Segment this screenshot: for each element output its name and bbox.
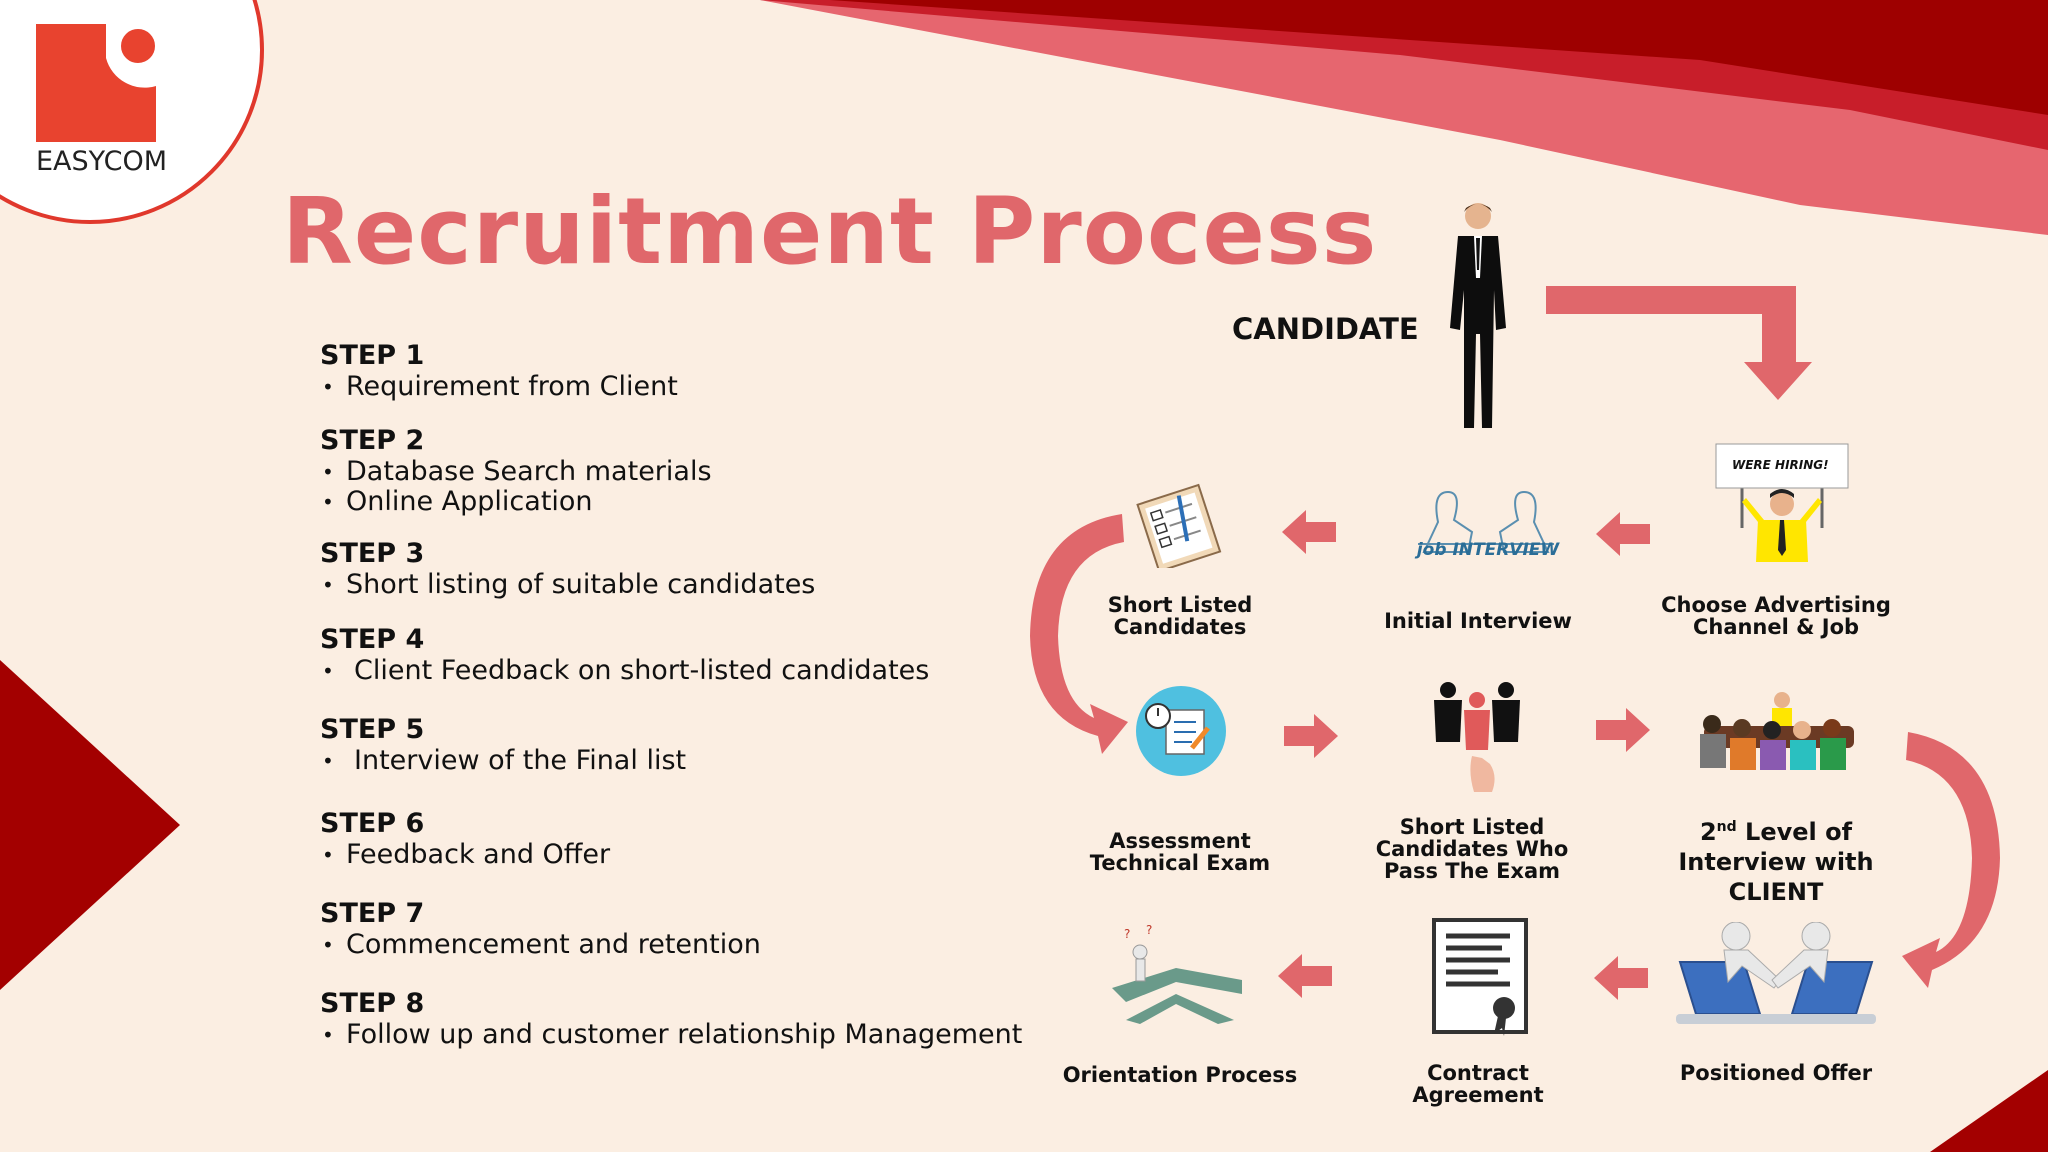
- node-label-line: Short Listed: [1399, 815, 1545, 839]
- businessman-icon: [1450, 203, 1506, 428]
- node-label-line: Interview with: [1678, 848, 1874, 876]
- selected-candidates-icon: [1434, 682, 1520, 792]
- node-label-line: Technical Exam: [1089, 851, 1271, 875]
- svg-text:?: ?: [1146, 924, 1152, 937]
- level-rest: Level of: [1736, 818, 1853, 846]
- easycom-logo: [36, 24, 160, 142]
- node-initial-interview: Initial Interview: [1348, 610, 1608, 632]
- node-label-line: CLIENT: [1728, 878, 1824, 906]
- job-interview-text: job INTERVIEW: [1416, 540, 1560, 560]
- step-3: STEP 3 Short listing of suitable candida…: [320, 538, 1040, 600]
- step-heading: STEP 1: [320, 340, 425, 371]
- step-2: STEP 2 Database Search materials Online …: [320, 425, 1040, 517]
- step-heading: STEP 8: [320, 988, 425, 1019]
- step-6: STEP 6 Feedback and Offer: [320, 808, 1040, 870]
- step-heading: STEP 4: [320, 624, 425, 655]
- svg-text:?: ?: [1124, 927, 1130, 941]
- arrow-left-3: [1594, 956, 1648, 1000]
- curved-arrow-left: [1030, 514, 1128, 754]
- step-item: Interview of the Final list: [320, 746, 1040, 777]
- node-label-line: Agreement: [1412, 1083, 1544, 1107]
- node-label-line: Channel & Job: [1692, 615, 1860, 639]
- step-1: STEP 1 Requirement from Client: [320, 340, 1040, 402]
- arrow-left-1: [1596, 512, 1650, 556]
- arrow-right-1: [1284, 714, 1338, 758]
- job-interview-icon: [1418, 490, 1554, 553]
- page-title: Recruitment Process: [282, 178, 1378, 285]
- step-heading: STEP 6: [320, 808, 425, 839]
- level-number: 2: [1699, 818, 1717, 846]
- node-label-line: 2nd Level of: [1646, 812, 1906, 847]
- node-assessment: Assessment Technical Exam: [1050, 830, 1310, 874]
- node-short-listed: Short Listed Candidates: [1050, 594, 1310, 638]
- step-item: Client Feedback on short-listed candidat…: [320, 656, 1040, 687]
- step-item: Requirement from Client: [320, 372, 1040, 403]
- node-positioned-offer: Positioned Offer: [1646, 1062, 1906, 1084]
- step-item: Follow up and customer relationship Mana…: [320, 1020, 1040, 1051]
- logo-wordmark: EASYCOM: [36, 146, 168, 177]
- step-4: STEP 4 Client Feedback on short-listed c…: [320, 624, 1040, 686]
- node-choose-advertising: Choose Advertising Channel & Job: [1646, 594, 1906, 638]
- step-item: Feedback and Offer: [320, 840, 1040, 871]
- candidate-label: CANDIDATE: [1232, 312, 1419, 346]
- hiring-sign-text: WERE HIRING!: [1732, 458, 1829, 472]
- hiring-sign-person-icon: [1715, 443, 1849, 562]
- node-contract: Contract Agreement: [1348, 1062, 1608, 1106]
- assessment-exam-icon: [1136, 686, 1226, 776]
- node-pass-exam: Short Listed Candidates Who Pass The Exa…: [1342, 816, 1602, 882]
- arrow-left-4: [1278, 954, 1332, 998]
- step-heading: STEP 3: [320, 538, 425, 569]
- client-interview-panel-icon: [1700, 692, 1854, 770]
- crossroads-figure-icon: ? ?: [1112, 924, 1242, 1024]
- arrow-right-2: [1596, 708, 1650, 752]
- node-label-line: Candidates: [1113, 615, 1247, 639]
- step-item: Online Application: [320, 487, 1040, 518]
- curved-arrow-right: [1902, 732, 2000, 988]
- step-item: Short listing of suitable candidates: [320, 570, 1040, 601]
- step-heading: STEP 7: [320, 898, 425, 929]
- step-heading: STEP 2: [320, 425, 425, 456]
- node-label-line: Short Listed: [1107, 593, 1253, 617]
- node-label-line: Candidates Who: [1375, 837, 1569, 861]
- node-label-line: Positioned Offer: [1679, 1061, 1873, 1085]
- step-5: STEP 5 Interview of the Final list: [320, 714, 1040, 776]
- node-orientation: Orientation Process: [1050, 1064, 1310, 1086]
- step-item: Commencement and retention: [320, 930, 1040, 961]
- node-label-line: Assessment: [1109, 829, 1251, 853]
- contract-certificate-icon: [1432, 918, 1528, 1036]
- checklist-clipboard-icon: [1136, 483, 1222, 568]
- node-label-line: Contract: [1427, 1061, 1529, 1085]
- node-label-line: Orientation Process: [1062, 1063, 1298, 1087]
- level-suffix: nd: [1716, 819, 1737, 835]
- handshake-laptops-icon: [1676, 922, 1876, 1024]
- arrow-left-2: [1282, 510, 1336, 554]
- step-item: Database Search materials: [320, 457, 1040, 488]
- node-second-level: 2nd Level of Interview with CLIENT: [1646, 812, 1906, 907]
- node-label-line: Choose Advertising: [1661, 593, 1891, 617]
- node-label-line: Initial Interview: [1384, 609, 1572, 633]
- step-7: STEP 7 Commencement and retention: [320, 898, 1040, 960]
- step-heading: STEP 5: [320, 714, 425, 745]
- node-label-line: Pass The Exam: [1383, 859, 1561, 883]
- arrow-l-shape: [1546, 286, 1812, 400]
- step-8: STEP 8 Follow up and customer relationsh…: [320, 988, 1040, 1050]
